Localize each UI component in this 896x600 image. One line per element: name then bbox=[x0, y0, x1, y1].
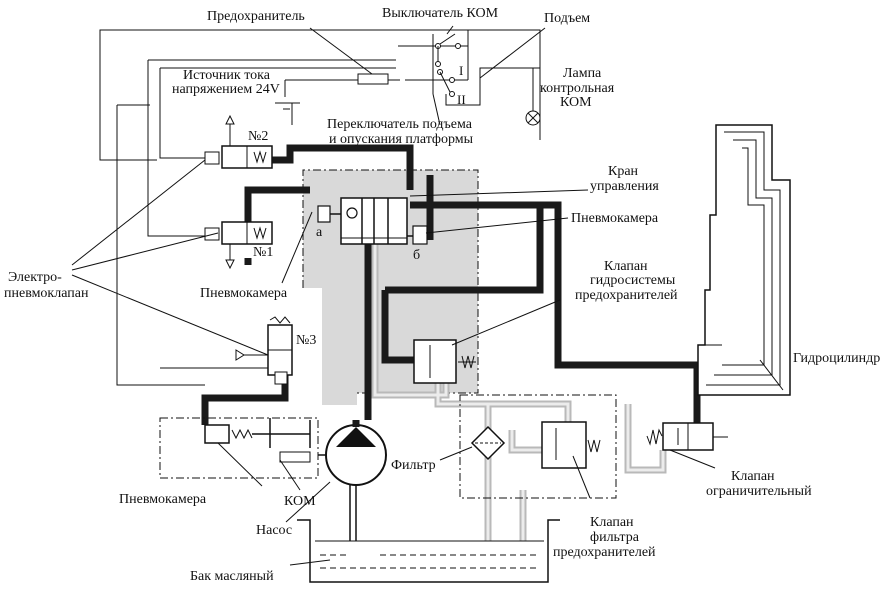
electrical-wiring bbox=[99, 29, 541, 386]
electro-pneumo-valve-2 bbox=[204, 114, 273, 169]
pto-pneumo-chamber bbox=[204, 418, 311, 463]
label-lift: Подъем bbox=[544, 11, 590, 26]
filter-relief-valve bbox=[541, 421, 601, 469]
filter-icon bbox=[470, 425, 506, 461]
limit-valve bbox=[646, 422, 728, 451]
system-relief-valve bbox=[413, 339, 476, 384]
label-limit-valve-2: ограничительный bbox=[706, 484, 812, 499]
pump-icon bbox=[318, 420, 387, 545]
label-control-valve-1: Кран bbox=[608, 164, 639, 179]
pto-switch bbox=[435, 33, 461, 67]
pto-lamp-icon bbox=[525, 68, 541, 126]
label-valve-no1: №1 bbox=[253, 245, 273, 260]
label-port-b: б bbox=[413, 248, 420, 263]
label-pneumo-chamber-bottom: Пневмокамера bbox=[119, 492, 207, 507]
label-valve-no3: №3 bbox=[296, 333, 316, 348]
lift-switch bbox=[437, 27, 546, 97]
label-lamp-2: контрольная bbox=[540, 81, 615, 96]
label-pto: КОМ bbox=[284, 494, 316, 509]
label-power-source-2: напряжением 24V bbox=[172, 82, 280, 97]
pneumo-chamber-a bbox=[317, 205, 331, 223]
label-relief-valve-1: Клапан bbox=[604, 259, 648, 274]
label-pneumo-chamber-left: Пневмокамера bbox=[200, 286, 288, 301]
label-pump: Насос bbox=[256, 523, 292, 538]
label-position-II: II bbox=[457, 92, 466, 107]
label-filter-valve-2: фильтра bbox=[590, 530, 640, 545]
label-lamp-3: КОМ bbox=[560, 95, 592, 110]
electro-pneumo-valve-1 bbox=[204, 221, 273, 270]
label-relief-valve-2: гидросистемы bbox=[590, 273, 676, 288]
label-pto-switch: Выключатель КОМ bbox=[382, 6, 499, 21]
label-position-I: I bbox=[459, 63, 463, 78]
label-valve-no2: №2 bbox=[248, 129, 268, 144]
label-tank: Бак масляный bbox=[190, 569, 274, 584]
label-fuse: Предохранитель bbox=[207, 9, 305, 24]
pneumo-chamber-b bbox=[412, 225, 428, 245]
label-cylinder: Гидроцилиндр bbox=[793, 351, 880, 366]
label-lamp-1: Лампа bbox=[563, 66, 602, 81]
label-electro-2: пневмоклапан bbox=[4, 286, 89, 301]
hydraulic-cylinder bbox=[697, 124, 791, 396]
return-lines bbox=[371, 230, 667, 545]
pto-block-outline bbox=[159, 417, 319, 479]
filter-block-outline bbox=[459, 394, 617, 499]
label-filter-valve-1: Клапан bbox=[590, 515, 634, 530]
electro-pneumo-valve-3 bbox=[160, 316, 293, 385]
label-pneumo-chamber-right: Пневмокамера bbox=[571, 211, 659, 226]
label-electro-1: Электро- bbox=[8, 270, 62, 285]
fuse bbox=[357, 73, 389, 85]
label-limit-valve-1: Клапан bbox=[731, 469, 775, 484]
label-port-a: а bbox=[316, 225, 323, 240]
oil-tank bbox=[297, 519, 560, 583]
label-power-source-1: Источник тока bbox=[183, 68, 271, 83]
label-control-valve-2: управления bbox=[590, 179, 659, 194]
label-filter: Фильтр bbox=[391, 458, 436, 473]
leader-lines bbox=[71, 159, 784, 566]
label-selector-2: и опускания платформы bbox=[329, 132, 474, 147]
control-valve bbox=[317, 197, 428, 245]
label-relief-valve-3: предохранителей bbox=[575, 288, 678, 303]
label-filter-valve-3: предохранителей bbox=[553, 545, 656, 560]
label-selector-1: Переключатель подъема bbox=[327, 117, 473, 132]
labels: Предохранитель Выключатель КОМ Подъем Ис… bbox=[4, 6, 880, 584]
pressure-lines bbox=[201, 144, 701, 425]
